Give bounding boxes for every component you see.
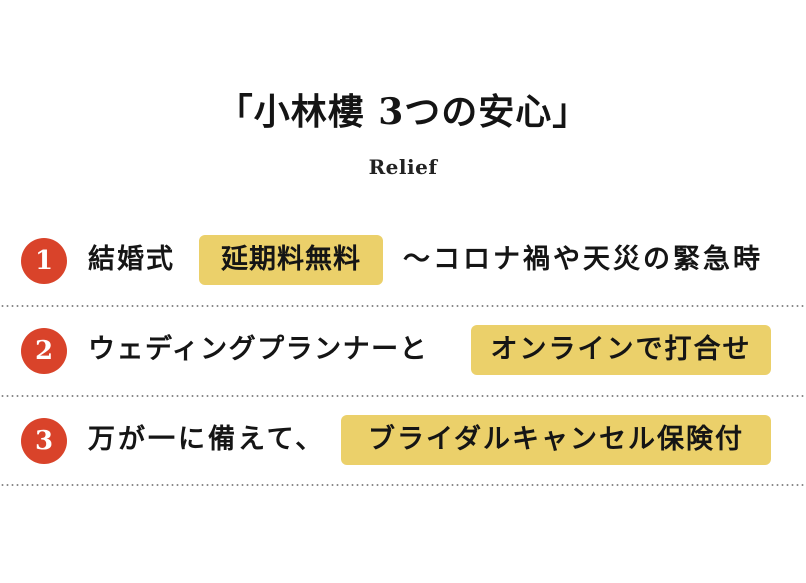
item-highlight: ブライダルキャンセル保険付 — [341, 415, 771, 465]
dotted-divider — [0, 305, 806, 307]
number-badge-icon: 3 — [21, 418, 67, 464]
relief-item-3: 3 万が一に備えて、 ブライダルキャンセル保険付 — [0, 415, 806, 465]
number-badge-icon: 2 — [21, 328, 67, 374]
dotted-divider — [0, 395, 806, 397]
number-badge-icon: 1 — [21, 238, 67, 284]
item-highlight: 延期料無料 — [199, 235, 383, 285]
item-text: 万が一に備えて、 — [88, 424, 326, 455]
dotted-divider — [0, 484, 806, 486]
relief-item-2: 2 ウェディングプランナーと オンラインで打合せ — [0, 325, 806, 375]
relief-item-1: 1 結婚式 延期料無料 〜コロナ禍や天災の緊急時 — [0, 235, 806, 285]
page-subtitle: Relief — [368, 155, 438, 179]
page-title: 「小林樓 3つの安心」 — [216, 91, 590, 133]
item-text: 結婚式 — [88, 244, 175, 275]
item-highlight: オンラインで打合せ — [471, 325, 771, 375]
item-text: ウェディングプランナーと — [88, 334, 429, 365]
item-text: 〜コロナ禍や天災の緊急時 — [403, 244, 763, 275]
